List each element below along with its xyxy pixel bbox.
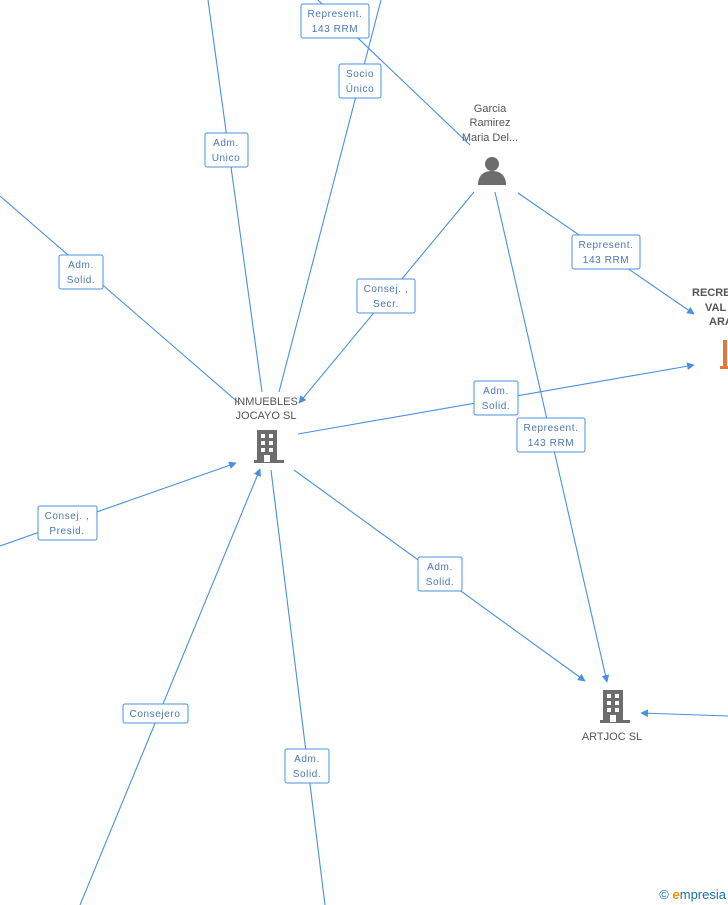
edge-label-consej-secr-line2: Secr. [373, 299, 399, 310]
edge-label-adm-solid-lower[interactable]: Adm. Solid. [417, 556, 463, 592]
edge-consejero [79, 468, 261, 905]
edge-label-rep-top[interactable]: Represent. 143 RRM [300, 3, 370, 39]
edge-label-rep-right[interactable]: Represent. 143 RRM [571, 234, 641, 270]
edge-label-rep-mid[interactable]: Represent. 143 RRM [516, 417, 586, 453]
edge-label-consej-secr-line1: Consej. , [364, 284, 409, 295]
edge-left-adm [0, 195, 241, 405]
edge-label-adm-solid-left-line2: Solid. [67, 275, 96, 286]
node-recre-label-line3: ARA [709, 316, 728, 328]
edge-label-adm-unico-line2: Unico [212, 153, 241, 164]
node-recre-label-line2: VAL [705, 302, 726, 314]
edge-label-adm-solid-lower-line2: Solid. [426, 577, 455, 588]
edge-label-socio[interactable]: Socio Único [338, 63, 382, 99]
node-garcia-label-line2: Ramirez [470, 117, 511, 129]
edge-label-socio-line2: Único [346, 82, 375, 95]
edge-label-consej-presid-line2: Presid. [49, 526, 84, 537]
node-inmuebles-jocayo[interactable]: INMUEBLES JOCAYO SL [234, 396, 298, 463]
edge-label-adm-solid-mid-line2: Solid. [482, 401, 511, 412]
building-icon-red [720, 340, 728, 369]
edge-label-rep-right-line1: Represent. [579, 240, 634, 251]
edge-label-adm-unico-line1: Adm. [213, 138, 239, 149]
building-icon [254, 430, 284, 463]
edge-label-consej-presid[interactable]: Consej. , Presid. [37, 505, 98, 541]
node-garcia-label-line1: Garcia [474, 103, 507, 115]
node-artjoc[interactable]: ARTJOC SL [582, 690, 642, 743]
empresia-watermark: © empresia [659, 887, 726, 902]
edge-adm-bottom [270, 469, 326, 905]
edge-consej-presid [0, 461, 237, 547]
person-icon [478, 157, 506, 185]
edge-label-adm-solid-mid-line1: Adm. [483, 386, 509, 397]
node-garcia-label-line3: Maria Del... [462, 132, 518, 144]
building-icon [600, 690, 630, 723]
edge-label-consej-presid-line1: Consej. , [45, 511, 90, 522]
edge-label-adm-solid-left-line1: Adm. [68, 260, 94, 271]
node-inmuebles-label-line2: JOCAYO SL [236, 410, 297, 422]
node-artjoc-label: ARTJOC SL [582, 731, 642, 743]
node-recre[interactable]: RECRE VAL ARA [692, 287, 728, 369]
edge-label-adm-unico[interactable]: Adm. Unico [204, 132, 249, 168]
edge-label-consejero-text: Consejero [130, 709, 181, 720]
node-garcia-ramirez[interactable]: Garcia Ramirez Maria Del... [462, 103, 518, 185]
copyright-icon: © [659, 887, 669, 902]
edge-top-a [207, 0, 263, 393]
edge-label-socio-line1: Socio [346, 69, 374, 80]
edge-right-artjoc [640, 709, 728, 718]
edge-label-adm-solid-left[interactable]: Adm. Solid. [58, 254, 104, 290]
edge-label-rep-top-line2: 143 RRM [312, 24, 358, 35]
node-recre-label-line1: RECRE [692, 287, 728, 299]
brand-initial: e [672, 887, 680, 902]
node-inmuebles-label-line1: INMUEBLES [234, 396, 298, 408]
edge-label-adm-solid-lower-line1: Adm. [427, 562, 453, 573]
edge-label-rep-mid-line2: 143 RRM [528, 438, 574, 449]
edge-label-consejero[interactable]: Consejero [122, 703, 189, 724]
edge-top-b [278, 0, 382, 393]
edge-label-adm-solid-mid[interactable]: Adm. Solid. [473, 380, 519, 416]
brand-name: mpresia [679, 887, 726, 902]
edge-label-rep-right-line2: 143 RRM [583, 255, 629, 266]
edge-label-rep-mid-line1: Represent. [524, 423, 579, 434]
edge-label-adm-solid-bottom-line1: Adm. [294, 754, 320, 765]
edge-label-rep-top-line1: Represent. [308, 9, 363, 20]
edge-label-adm-solid-bottom-line2: Solid. [293, 769, 322, 780]
edge-label-adm-solid-bottom[interactable]: Adm. Solid. [284, 748, 330, 784]
edge-label-consej-secr[interactable]: Consej. , Secr. [356, 278, 416, 314]
